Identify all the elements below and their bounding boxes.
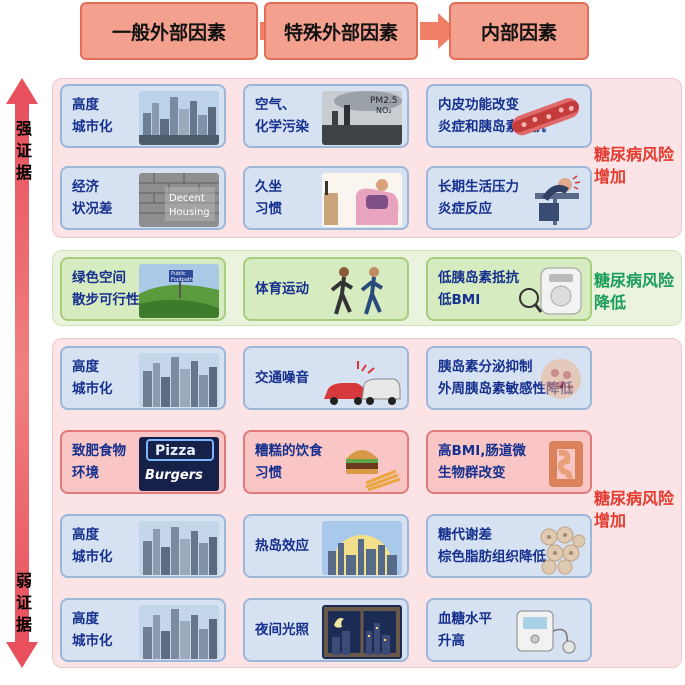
outcome-weak-risk: 糖尿病风险增加 bbox=[594, 489, 675, 530]
svg-text:Decent: Decent bbox=[169, 193, 205, 204]
blood-vessel-icon bbox=[505, 91, 585, 145]
stressed-worker-icon bbox=[505, 173, 585, 227]
card-physical-exercise: 体育运动 bbox=[243, 257, 409, 321]
header-special-external: 特殊外部因素 bbox=[264, 2, 418, 60]
card-insulin-secretion: 胰岛素分泌抑制外周胰岛素敏感性降低 bbox=[426, 346, 592, 410]
runners-icon bbox=[322, 264, 402, 318]
card-glucose-metabolism: 糖代谢差棕色脂肪组织降低 bbox=[426, 514, 592, 578]
traffic-cars-icon bbox=[322, 353, 402, 407]
city-skyline-icon bbox=[139, 91, 219, 145]
card-low-insulin-resistance: 低胰岛素抵抗低BMI bbox=[426, 257, 592, 321]
heat-island-icon bbox=[322, 521, 402, 575]
evidence-strength-arrow bbox=[6, 78, 38, 668]
night-window-icon bbox=[322, 605, 402, 659]
fat-cells-icon bbox=[505, 521, 585, 575]
card-heat-island: 热岛效应 bbox=[243, 514, 409, 578]
svg-text:PM2.5: PM2.5 bbox=[370, 96, 398, 106]
svg-text:Public: Public bbox=[171, 271, 186, 277]
svg-text:NO₂: NO₂ bbox=[376, 106, 392, 115]
card-urbanization-4: 高度城市化 bbox=[60, 598, 226, 662]
strong-evidence-label: 强证据 bbox=[15, 119, 32, 182]
outcome-strong-risk: 糖尿病风险增加 bbox=[594, 145, 675, 186]
card-endothelial-function: 内皮功能改变炎症和胰岛素抵抗 bbox=[426, 84, 592, 148]
card-high-bmi-microbiota: 高BMI,肠道微生物群改变 bbox=[426, 430, 592, 494]
card-blood-glucose: 血糖水平升高 bbox=[426, 598, 592, 662]
armchair-tv-icon bbox=[322, 173, 402, 227]
islet-cells-icon bbox=[505, 353, 585, 407]
svg-text:Footpath: Footpath bbox=[171, 277, 193, 283]
svg-text:Burgers: Burgers bbox=[145, 468, 203, 483]
card-urbanization-3: 高度城市化 bbox=[60, 514, 226, 578]
card-poor-diet-habits: 糟糕的饮食习惯 bbox=[243, 430, 409, 494]
city-skyline-icon bbox=[139, 353, 219, 407]
svg-text:Pizza: Pizza bbox=[155, 443, 196, 459]
card-sedentary-habits: 久坐习惯 bbox=[243, 166, 409, 230]
weighing-scale-icon bbox=[505, 264, 585, 318]
burger-fries-icon bbox=[322, 437, 402, 491]
weak-evidence-label: 弱证据 bbox=[15, 571, 32, 634]
intestine-icon bbox=[505, 437, 585, 491]
header-general-external: 一般外部因素 bbox=[80, 2, 258, 60]
city-skyline-icon bbox=[139, 605, 219, 659]
header-internal: 内部因素 bbox=[449, 2, 589, 60]
card-chronic-stress: 长期生活压力炎症反应 bbox=[426, 166, 592, 230]
svg-text:Housing: Housing bbox=[169, 207, 210, 218]
city-skyline-icon bbox=[139, 521, 219, 575]
card-traffic-noise: 交通噪音 bbox=[243, 346, 409, 410]
outcome-protective: 糖尿病风险降低 bbox=[594, 271, 675, 312]
card-urbanization-2: 高度城市化 bbox=[60, 346, 226, 410]
glucose-meter-icon bbox=[505, 605, 585, 659]
card-night-light: 夜间光照 bbox=[243, 598, 409, 662]
card-urbanization: 高度城市化 bbox=[60, 84, 226, 148]
